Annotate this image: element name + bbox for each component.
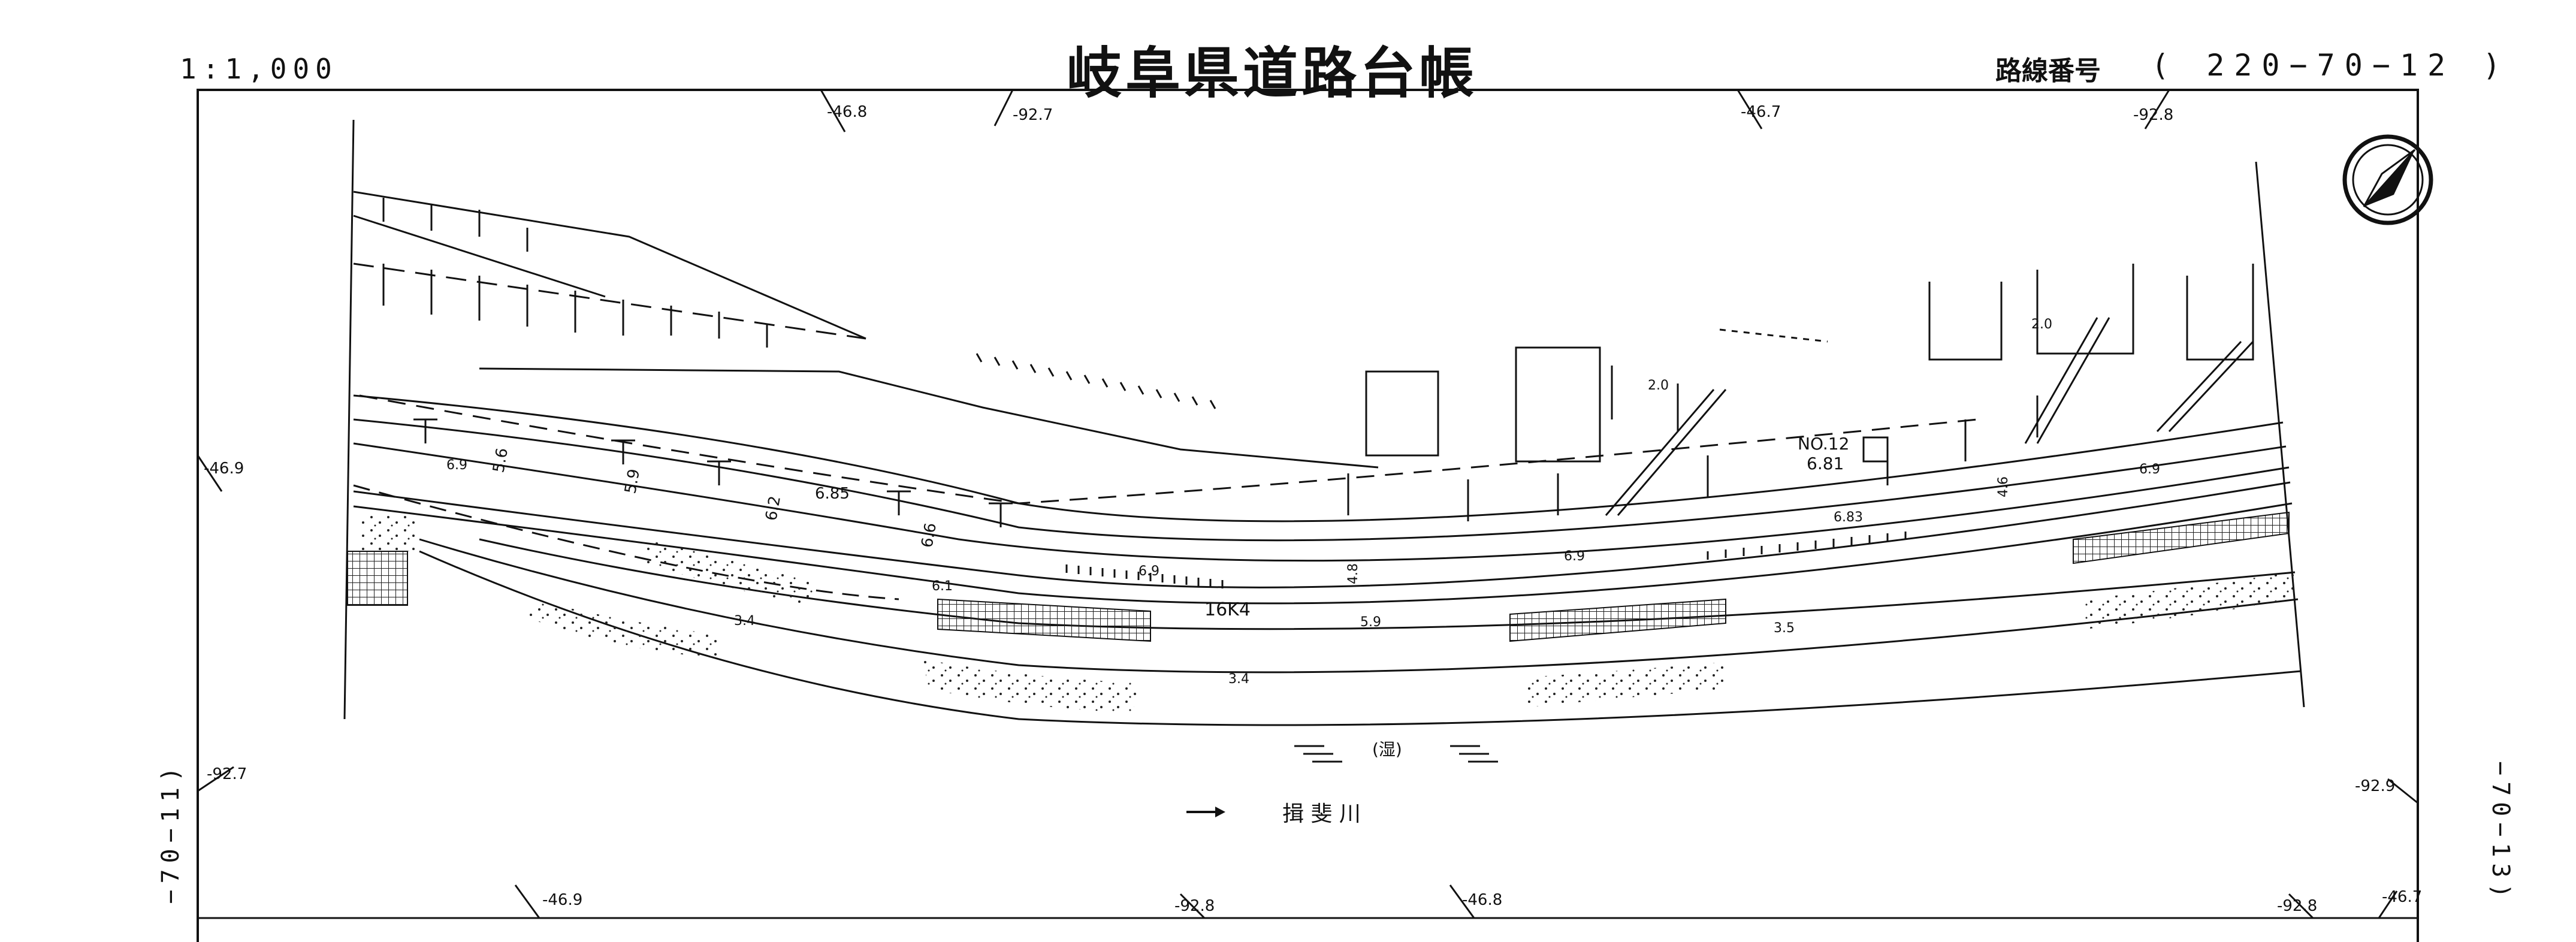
station-value: 6.81 (1807, 454, 1844, 473)
upper-embankment (353, 191, 866, 348)
wetland-label: (湿) (1372, 739, 1402, 759)
elevation-label: 3.4 (734, 614, 755, 629)
elevation-label: 6.2 (762, 494, 784, 522)
elevation-label: 6.9 (1564, 549, 1585, 564)
wetland-symbol (1294, 745, 1498, 763)
grid-label: -92.8 (2133, 106, 2173, 124)
elevation-label: 6.6 (918, 521, 940, 549)
route-number-value: ( 220−70−12 ) (2151, 48, 2511, 83)
elevation-label: 3.4 (1228, 672, 1249, 687)
page-title: 岐阜県道路台帳 (1067, 41, 1478, 105)
elevation-label: 5.9 (1360, 615, 1381, 630)
north-arrow-icon (2342, 134, 2433, 225)
elevation-label: 6.9 (2139, 462, 2160, 477)
elevation-label: 5.9 (621, 467, 644, 495)
station-label: NO.12 (1798, 434, 1849, 454)
grid-label: -46.8 (827, 103, 867, 121)
grid-label: -46.7 (2382, 888, 2422, 906)
elevation-label: 6.83 (1834, 510, 1863, 525)
elevation-label: 4.8 (1346, 563, 1361, 584)
route-number-label: 路線番号 (1995, 56, 2101, 86)
river-name: 揖 斐 川 (1282, 802, 1361, 826)
buildings (1365, 264, 2254, 463)
elevation-label: 3.5 (1774, 621, 1795, 636)
levee-road (353, 367, 2302, 726)
slope-symbols (413, 395, 2039, 527)
grid-labels: -46.8 -92.7 -46.7 -92.8 -46.9 -92.7 -92.… (204, 103, 2422, 915)
grid-label: -46.9 (204, 460, 244, 478)
elevation-label: 2.0 (1648, 378, 1669, 393)
grid-label: -46.8 (1462, 891, 1502, 909)
hatched-areas (347, 511, 2290, 642)
ramps (1605, 317, 2254, 516)
kilometer-post-label: 16K4 (1204, 599, 1251, 620)
grid-label: -92.9 (2355, 777, 2395, 795)
grid-label: -92.7 (207, 765, 247, 783)
elevation-label: 2.0 (2031, 317, 2052, 332)
grid-label: -92.7 (1013, 106, 1053, 124)
grid-label: -92.8 (1174, 897, 1215, 915)
elevation-label: 4.6 (1996, 476, 2011, 497)
levee-ticks (976, 353, 1907, 588)
flow-arrow-icon (1186, 807, 1225, 817)
map-frame (197, 89, 2419, 942)
elevation-label: 6.9 (446, 458, 467, 473)
grid-label: -46.7 (1741, 103, 1781, 121)
grid-label: -92.8 (2277, 897, 2317, 915)
elevation-label: 6.85 (815, 485, 850, 503)
elevation-labels: 6.9 5.6 5.9 6.2 6.85 6.6 6.1 6.9 6.9 6.8… (446, 317, 2160, 687)
map-scale: 1:1,000 (180, 53, 338, 85)
grid-label: -46.9 (542, 891, 582, 909)
gravel-areas (360, 515, 2298, 713)
next-sheet-reference: −70−13) (2487, 761, 2514, 904)
elevation-label: 6.9 (1138, 564, 1159, 579)
elevation-label: 6.1 (932, 579, 953, 594)
elevation-label: 5.6 (490, 446, 512, 474)
grid-ticks (197, 89, 2418, 919)
